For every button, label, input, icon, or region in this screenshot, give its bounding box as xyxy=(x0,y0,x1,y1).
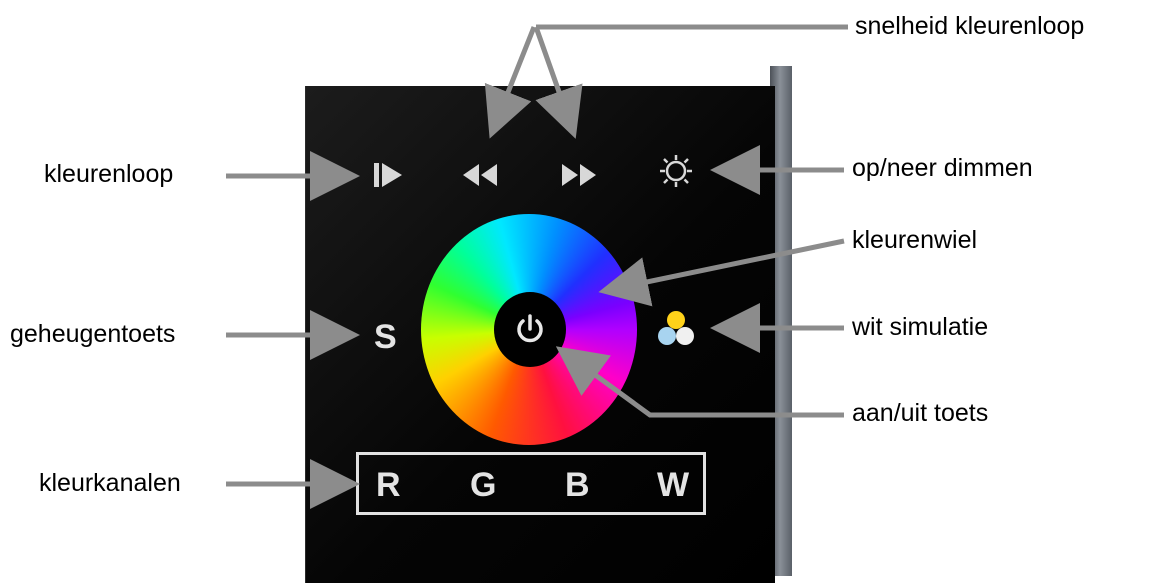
arrow-forward xyxy=(533,26,583,139)
fast-forward-icon[interactable] xyxy=(560,160,600,190)
label-channels: kleurkanalen xyxy=(39,469,181,497)
label-speed: snelheid kleurenloop xyxy=(855,12,1085,40)
channel-r-button[interactable]: R xyxy=(376,466,401,504)
label-color-loop: kleurenloop xyxy=(44,160,174,188)
label-dim: op/neer dimmen xyxy=(852,154,1033,182)
arrow-rewind xyxy=(484,26,537,139)
brightness-icon[interactable] xyxy=(657,152,695,190)
memory-key[interactable]: S xyxy=(374,318,397,356)
channel-b-button[interactable]: B xyxy=(565,466,590,504)
power-icon[interactable] xyxy=(513,312,547,346)
channel-w-button[interactable]: W xyxy=(657,466,690,504)
white-simulation-icon[interactable] xyxy=(653,306,699,352)
label-memory: geheugentoets xyxy=(10,320,176,348)
play-icon[interactable] xyxy=(372,160,406,190)
label-wheel: kleurenwiel xyxy=(852,226,978,254)
label-white-sim: wit simulatie xyxy=(852,313,989,341)
rewind-icon[interactable] xyxy=(461,160,501,190)
panel-side-edge xyxy=(770,66,792,576)
label-power: aan/uit toets xyxy=(852,399,989,427)
channel-g-button[interactable]: G xyxy=(470,466,497,504)
